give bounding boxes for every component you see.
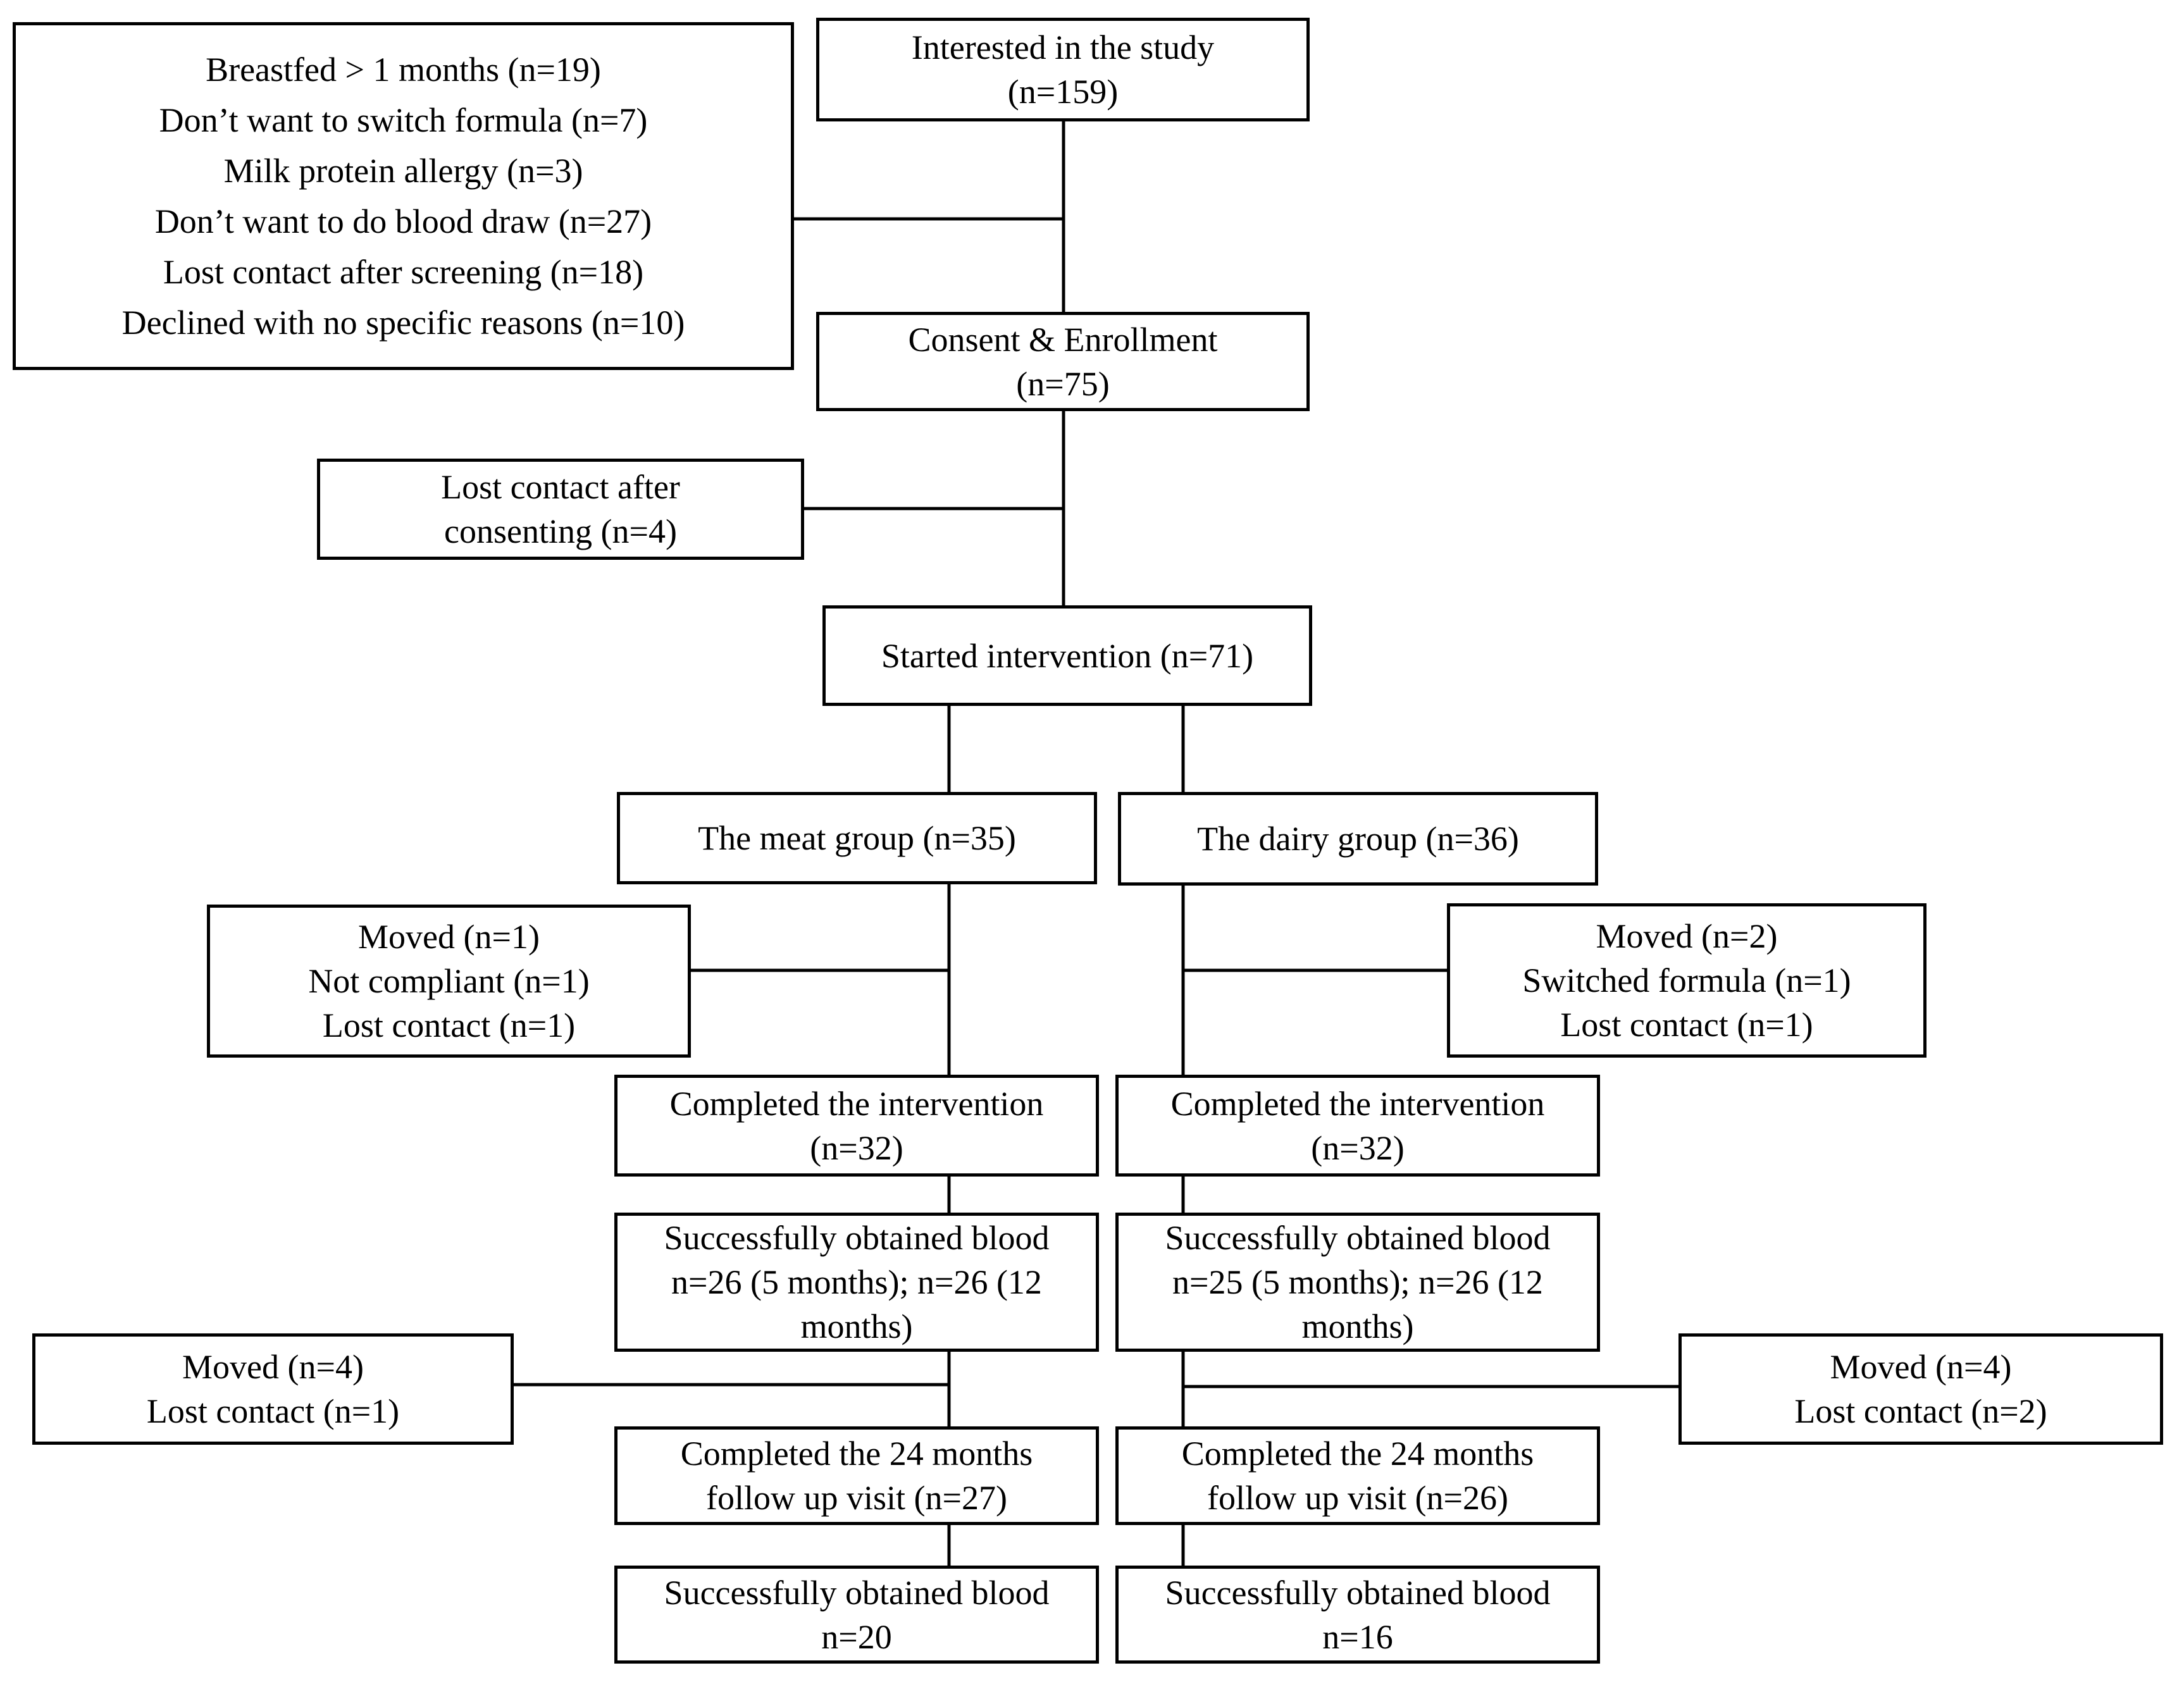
box-meat-24-month-followup: Completed the 24 months follow up visit … bbox=[614, 1426, 1099, 1525]
box-dairy-blood-5-12-months: Successfully obtained blood n=25 (5 mont… bbox=[1115, 1213, 1600, 1352]
box-consent-enrollment: Consent & Enrollment (n=75) bbox=[816, 312, 1310, 411]
box-dairy-completed-intervention: Completed the intervention (n=32) bbox=[1115, 1075, 1600, 1177]
box-dairy-24-month-followup: Completed the 24 months follow up visit … bbox=[1115, 1426, 1600, 1525]
box-meat-blood-24-months: Successfully obtained blood n=20 bbox=[614, 1566, 1099, 1664]
box-lost-after-consenting: Lost contact after consenting (n=4) bbox=[317, 459, 804, 560]
box-started-intervention: Started intervention (n=71) bbox=[822, 605, 1312, 706]
box-meat-blood-5-12-months: Successfully obtained blood n=26 (5 mont… bbox=[614, 1213, 1099, 1352]
box-interested-in-study: Interested in the study (n=159) bbox=[816, 18, 1310, 121]
box-meat-lost-before-24m: Moved (n=4) Lost contact (n=1) bbox=[32, 1333, 514, 1445]
box-dairy-withdrawals: Moved (n=2) Switched formula (n=1) Lost … bbox=[1447, 903, 1927, 1058]
box-dairy-group: The dairy group (n=36) bbox=[1118, 792, 1598, 886]
box-meat-completed-intervention: Completed the intervention (n=32) bbox=[614, 1075, 1099, 1177]
box-dairy-blood-24-months: Successfully obtained blood n=16 bbox=[1115, 1566, 1600, 1664]
box-dairy-lost-before-24m: Moved (n=4) Lost contact (n=2) bbox=[1678, 1333, 2163, 1445]
box-meat-withdrawals: Moved (n=1) Not compliant (n=1) Lost con… bbox=[207, 905, 691, 1058]
box-meat-group: The meat group (n=35) bbox=[617, 792, 1097, 884]
box-excluded-before-enrollment: Breastfed > 1 months (n=19) Don’t want t… bbox=[13, 22, 794, 370]
